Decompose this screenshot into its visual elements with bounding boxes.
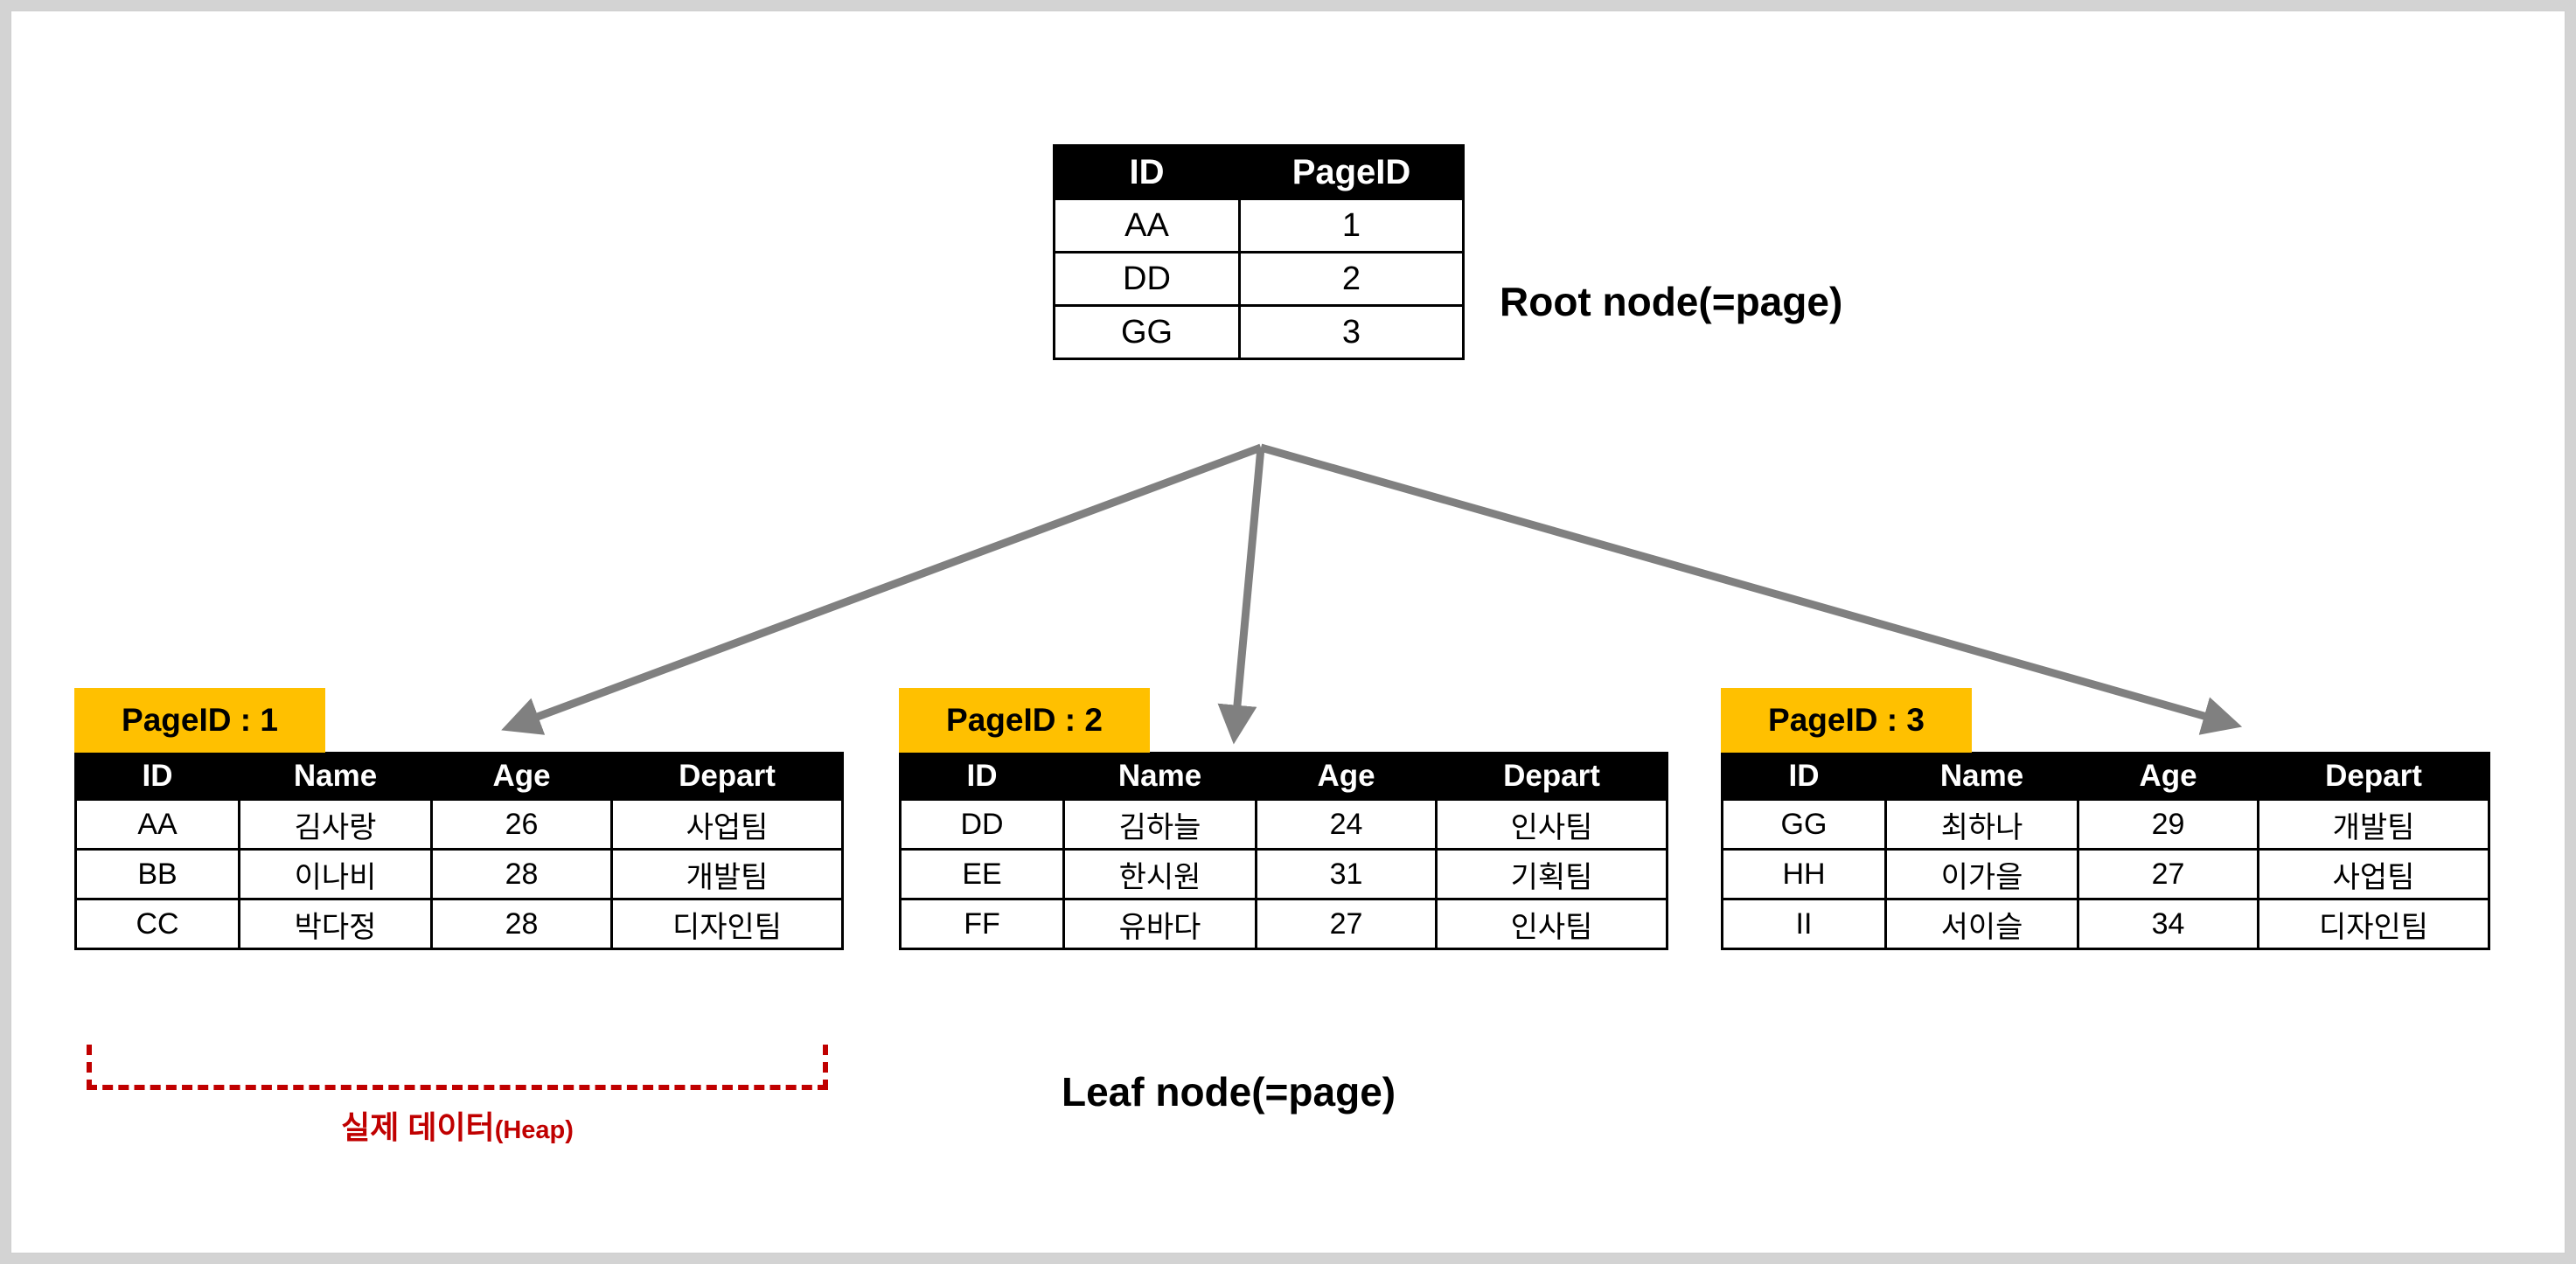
arrow-root-to-page1 [501,443,1263,735]
cell-pageid: 1 [1238,198,1465,253]
cell-id: CC [74,898,240,950]
root-node-label: Root node(=page) [1500,279,1843,324]
leaf-col-depart: Depart [1435,752,1668,801]
cell-age: 28 [430,848,613,900]
cell-age: 27 [1255,898,1438,950]
leaf-col-depart: Depart [2257,752,2490,801]
cell-name: 한시원 [1062,848,1257,900]
cell-depart: 사업팀 [2257,848,2490,900]
cell-age: 34 [2077,898,2259,950]
cell-age: 29 [2077,798,2259,851]
cell-age: 27 [2077,848,2259,900]
cell-depart: 기획팀 [1435,848,1668,900]
heap-label-sub: (Heap) [494,1116,574,1144]
table-header-row: ID Name Age Depart [1721,752,2490,801]
cell-age: 24 [1255,798,1438,851]
table-row: BB 이나비 28 개발팀 [74,848,844,900]
diagram-canvas: ID PageID AA 1 DD 2 GG 3 Root node(= [11,11,2565,1253]
cell-id: GG [1053,304,1241,360]
leaf-col-depart: Depart [610,752,844,801]
cell-name: 유바다 [1062,898,1257,950]
table-header-row: ID Name Age Depart [899,752,1668,801]
table-row: HH 이가을 27 사업팀 [1721,848,2490,900]
table-row: AA 1 [1053,198,1465,253]
cell-id: BB [74,848,240,900]
cell-depart: 개발팀 [610,848,844,900]
cell-id: EE [899,848,1065,900]
cell-name: 김하늘 [1062,798,1257,851]
cell-name: 김사랑 [238,798,433,851]
cell-pageid: 3 [1238,304,1465,360]
cell-age: 31 [1255,848,1438,900]
page-badge-1: PageID : 1 [74,688,325,753]
leaf-col-age: Age [1255,752,1438,801]
cell-id: GG [1721,798,1887,851]
leaf-col-name: Name [1062,752,1257,801]
heap-label-main: 실제 데이터 [341,1109,495,1145]
cell-name: 서이슬 [1884,898,2079,950]
leaf-col-id: ID [1721,752,1887,801]
cell-name: 최하나 [1884,798,2079,851]
table-row: FF 유바다 27 인사팀 [899,898,1668,950]
table-row: GG 3 [1053,304,1465,360]
page-badge-2: PageID : 2 [899,688,1150,753]
cell-depart: 인사팀 [1435,898,1668,950]
table-row: DD 김하늘 24 인사팀 [899,798,1668,851]
root-col-pageid: PageID [1238,144,1465,200]
table-row: DD 2 [1053,251,1465,307]
leaf-col-id: ID [74,752,240,801]
heap-bracket [87,1045,828,1090]
cell-name: 이가을 [1884,848,2079,900]
table-row: CC 박다정 28 디자인팀 [74,898,844,950]
cell-id: FF [899,898,1065,950]
page-badge-3: PageID : 3 [1721,688,1972,753]
cell-depart: 디자인팀 [2257,898,2490,950]
cell-id: HH [1721,848,1887,900]
leaf-col-id: ID [899,752,1065,801]
arrow-root-to-page2 [1217,447,1265,745]
table-row: GG 최하나 29 개발팀 [1721,798,2490,851]
leaf-col-age: Age [430,752,613,801]
cell-id: AA [74,798,240,851]
table-row: AA 김사랑 26 사업팀 [74,798,844,851]
cell-name: 박다정 [238,898,433,950]
table-header-row: ID PageID [1053,144,1465,200]
root-col-id: ID [1053,144,1241,200]
cell-id: DD [1053,251,1241,307]
leaf-col-name: Name [1884,752,2079,801]
leaf-node-label: Leaf node(=page) [1062,1069,1396,1115]
leaf-node-table-1: ID Name Age Depart AA 김사랑 26 사업팀 BB 이나비 … [74,752,844,950]
cell-depart: 사업팀 [610,798,844,851]
cell-age: 28 [430,898,613,950]
cell-depart: 인사팀 [1435,798,1668,851]
diagram-stage: ID PageID AA 1 DD 2 GG 3 Root node(= [11,11,2565,1253]
table-header-row: ID Name Age Depart [74,752,844,801]
table-row: II 서이슬 34 디자인팀 [1721,898,2490,950]
root-node-table: ID PageID AA 1 DD 2 GG 3 [1053,144,1465,360]
leaf-col-name: Name [238,752,433,801]
cell-depart: 디자인팀 [610,898,844,950]
table-row: EE 한시원 31 기획팀 [899,848,1668,900]
cell-id: AA [1053,198,1241,253]
arrow-root-to-page3 [1259,443,2243,735]
leaf-node-table-3: ID Name Age Depart GG 최하나 29 개발팀 HH 이가을 … [1721,752,2490,950]
cell-id: II [1721,898,1887,950]
cell-id: DD [899,798,1065,851]
cell-age: 26 [430,798,613,851]
cell-name: 이나비 [238,848,433,900]
cell-pageid: 2 [1238,251,1465,307]
leaf-node-table-2: ID Name Age Depart DD 김하늘 24 인사팀 EE 한시원 … [899,752,1668,950]
leaf-col-age: Age [2077,752,2259,801]
cell-depart: 개발팀 [2257,798,2490,851]
heap-label: 실제 데이터(Heap) [87,1102,828,1148]
